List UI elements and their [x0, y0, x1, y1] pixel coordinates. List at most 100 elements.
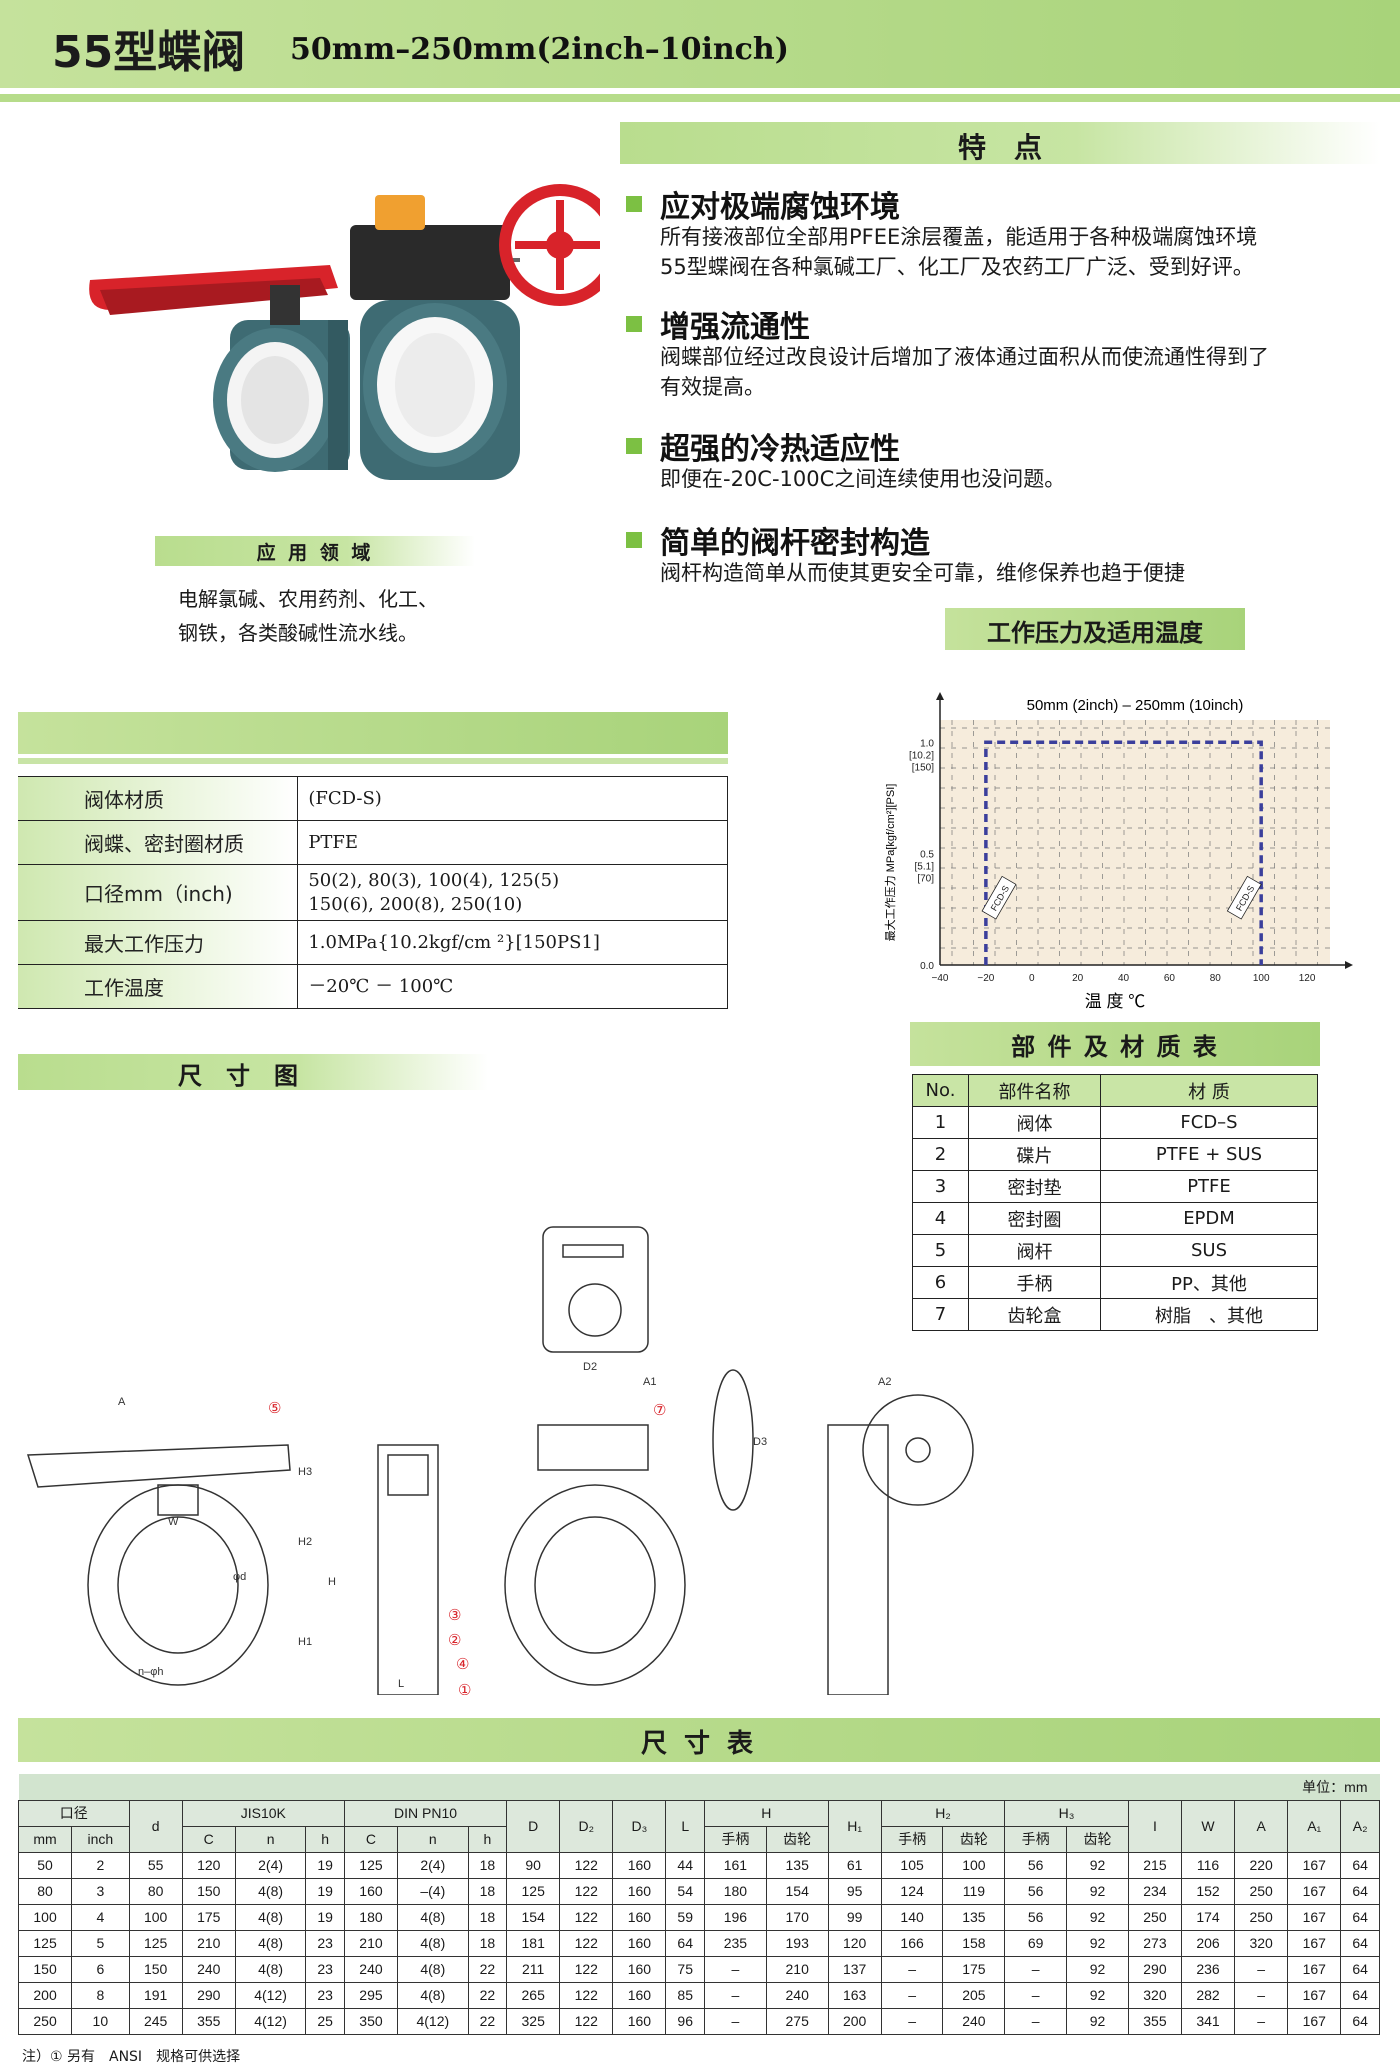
chart-x-tick-label: 60 — [1164, 973, 1176, 984]
dim-label: W — [168, 1516, 179, 1528]
dimtable-header: A — [1234, 1799, 1289, 1853]
table-cell: 140 — [880, 1903, 944, 1931]
chart-title: 50mm (2inch) – 250mm (10inch) — [1027, 697, 1244, 714]
dimtable-footnote: 注）① 另有 ANSI 规格可供选择 — [22, 2049, 241, 2065]
dimtable-subheader: 手柄 — [703, 1825, 767, 1853]
parts-cell: 密封垫 — [968, 1170, 1101, 1203]
chart-x-tick-label: 80 — [1210, 973, 1222, 984]
dimension-drawing: A W H H1 H2 H3 L A1 A2 D2 D3 n–φh φd ① ②… — [26, 1226, 974, 1695]
feature-bullet-icon — [626, 196, 642, 212]
table-cell: 211 — [506, 1955, 561, 1983]
spec-value: 1.0MPa{10.2kgf/cm ²}[150PS1] — [297, 920, 728, 965]
table-cell: 290 — [181, 1981, 236, 2009]
parts-cell: 5 — [912, 1234, 969, 1267]
table-cell: 92 — [1066, 2007, 1129, 2035]
table-cell: 355 — [181, 2007, 236, 2035]
chart-x-tick-label: 0 — [1029, 973, 1035, 984]
table-cell: 250 — [1234, 1877, 1289, 1905]
table-cell: 119 — [942, 1877, 1006, 1905]
chart-x-tick-label: 20 — [1072, 973, 1084, 984]
table-cell: 64 — [665, 1929, 705, 1957]
table-cell: 158 — [942, 1929, 1006, 1957]
dimtable-header: H — [703, 1799, 829, 1827]
table-cell: 64 — [1340, 1877, 1380, 1905]
table-cell: 19 — [305, 1877, 345, 1905]
table-cell: 54 — [665, 1877, 705, 1905]
table-cell: 4(8) — [234, 1903, 307, 1931]
table-cell: 23 — [305, 1929, 345, 1957]
dim-label: D2 — [583, 1361, 597, 1373]
table-cell: 166 — [880, 1929, 944, 1957]
table-cell: 64 — [1340, 1903, 1380, 1931]
chart-x-tick-label: −20 — [977, 973, 994, 984]
table-cell: – — [703, 1981, 767, 2009]
table-cell: 160 — [612, 1981, 667, 2009]
spec-value: PTFE — [297, 820, 728, 865]
application-title: 应 用 领 域 — [256, 542, 374, 564]
chart-y-label: 最大工作压力 MPa[kgf/cm²][PSI] — [883, 784, 897, 942]
table-cell: 96 — [665, 2007, 705, 2035]
dim-label: A — [118, 1396, 126, 1408]
table-cell: 69 — [1004, 1929, 1068, 1957]
table-cell: 50 — [17, 1851, 73, 1879]
feature-body: 阀杆构造简单从而使其更安全可靠，维修保养也趋于便捷 — [660, 561, 1185, 585]
table-cell: 23 — [305, 1981, 345, 2009]
table-cell: 240 — [765, 1981, 829, 2009]
table-cell: – — [1004, 2007, 1068, 2035]
part-callout: ⑤ — [268, 1400, 281, 1417]
dimtable-header: A₂ — [1340, 1799, 1380, 1853]
table-cell: 105 — [880, 1851, 944, 1879]
part-callout: ② — [448, 1632, 461, 1649]
table-cell: 125 — [17, 1929, 73, 1957]
dim-label: D3 — [753, 1436, 767, 1448]
table-cell: 80 — [17, 1877, 73, 1905]
chart-y-tick-label: 1.0 — [920, 738, 934, 749]
table-cell: 137 — [827, 1955, 882, 1983]
table-cell: – — [880, 1955, 944, 1983]
spec-key: 最大工作压力 — [18, 920, 299, 965]
dimtable-header: D₂ — [559, 1799, 614, 1853]
table-cell: 163 — [827, 1981, 882, 2009]
dimension-table: 单位：mm 口径 d JIS10K DIN PN10 D D₂ D₃ L H H… — [17, 1774, 1380, 2035]
table-cell: 18 — [467, 1851, 508, 1879]
table-cell: 120 — [827, 1929, 882, 1957]
table-cell: 64 — [1340, 1955, 1380, 1983]
parts-header-row: No. 部件名称 材 质 — [912, 1074, 1318, 1107]
table-cell: 122 — [559, 1851, 614, 1879]
chart-y-tick-label: [10.2] — [909, 750, 934, 761]
table-cell: 92 — [1066, 1877, 1129, 1905]
dimtable-header: A₁ — [1287, 1799, 1342, 1853]
table-cell: 22 — [467, 2007, 508, 2035]
spec-value: －20℃ － 100℃ — [297, 964, 728, 1009]
dimtable-header: D — [506, 1799, 561, 1853]
application-text-line: 钢铁，各类酸碱性流水线。 — [178, 621, 418, 645]
dim-label: A2 — [878, 1376, 891, 1388]
chart-y-tick-label: [5.1] — [915, 862, 935, 873]
parts-cell: 7 — [912, 1298, 969, 1331]
table-cell: 196 — [703, 1903, 767, 1931]
dimtable-header: H₂ — [880, 1799, 1006, 1827]
table-cell: 100 — [128, 1903, 183, 1931]
chart-x-tick-label: 40 — [1118, 973, 1130, 984]
table-cell: 8 — [71, 1981, 130, 2009]
table-cell: 122 — [559, 1929, 614, 1957]
spec-row: 工作温度－20℃ － 100℃ — [18, 964, 728, 1009]
table-cell: 161 — [703, 1851, 767, 1879]
table-cell: 92 — [1066, 1851, 1129, 1879]
table-cell: – — [880, 2007, 944, 2035]
feature-body: 即便在-20C-100C之间连续使用也没问题。 — [660, 467, 1066, 491]
spec-value: (FCD-S) — [297, 776, 728, 821]
table-cell: 122 — [559, 1981, 614, 2009]
chart-y-tick-label: 0.0 — [920, 961, 934, 972]
table-cell: 180 — [343, 1903, 399, 1931]
table-cell: 116 — [1180, 1851, 1236, 1879]
chart-x-tick-label: 120 — [1299, 973, 1316, 984]
table-cell: 4(8) — [397, 1929, 469, 1957]
table-cell: 174 — [1180, 1903, 1236, 1931]
table-cell: 92 — [1066, 1929, 1129, 1957]
